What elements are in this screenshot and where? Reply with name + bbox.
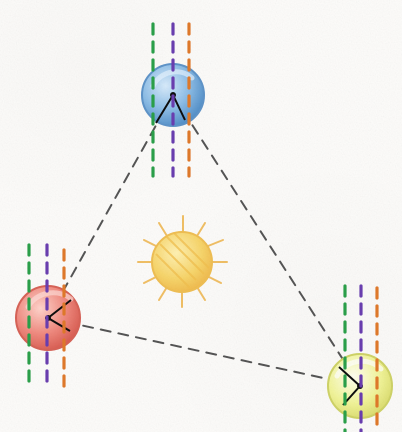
orbit-line-top-left	[48, 95, 173, 318]
sun-drawing	[138, 216, 227, 307]
orbit-line-bottom	[48, 318, 360, 386]
